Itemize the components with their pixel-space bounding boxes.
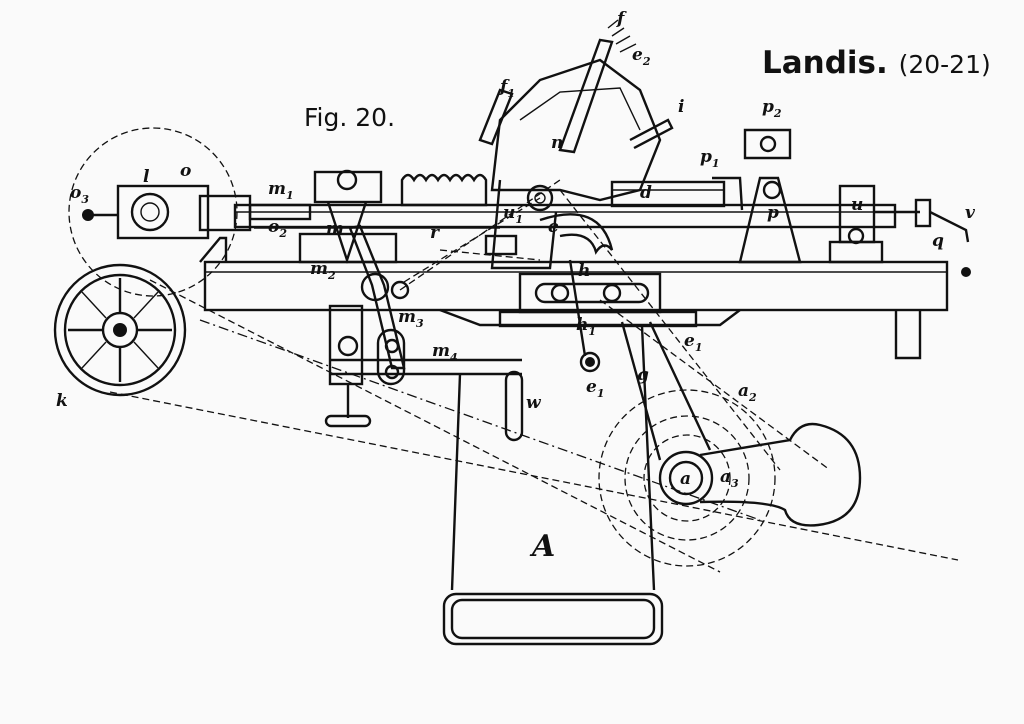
part-label-o2: o2: [268, 217, 287, 240]
part-label-subscript: 1: [597, 387, 605, 400]
part-label-u1: u1: [503, 203, 523, 226]
part-label-o: o: [180, 161, 191, 181]
part-label-f1: f1: [499, 77, 515, 100]
part-label-a2: a2: [738, 381, 757, 404]
part-label-d: d: [640, 183, 652, 203]
part-label-f: f: [616, 9, 627, 29]
linkage-lines: [254, 197, 541, 283]
pulley-circles-right: [598, 389, 776, 567]
column-A: [442, 325, 664, 646]
part-label-subscript: 1: [588, 325, 596, 338]
part-label-p2: p2: [762, 97, 782, 120]
part-label-u: u: [851, 195, 863, 215]
part-label-subscript: 3: [731, 477, 739, 490]
part-label-subscript: 4: [450, 351, 458, 364]
part-label-A: A: [529, 529, 555, 564]
maker-caption: Landis. (20-21): [762, 45, 991, 81]
part-label-subscript: 2: [773, 107, 782, 120]
part-label-subscript: 1: [507, 87, 515, 100]
part-label-n: n: [551, 133, 563, 153]
slotted-slide-h1: [518, 272, 662, 314]
part-label-subscript: 3: [81, 193, 89, 206]
lever-linkage: [324, 224, 522, 428]
tailstock: [712, 128, 971, 360]
construction-lines: [109, 179, 959, 573]
part-label-o3: o3: [70, 183, 89, 206]
part-label-p1: p1: [700, 147, 720, 170]
part-label-w: w: [526, 393, 542, 413]
figure-label: Fig. 20.: [304, 103, 396, 132]
part-label-subscript: 1: [286, 189, 294, 202]
part-label-subscript: 1: [712, 157, 720, 170]
part-label-m4: m4: [432, 341, 458, 364]
part-label-g: g: [637, 365, 649, 385]
part-label-q: q: [932, 231, 944, 251]
part-label-v: v: [965, 203, 976, 223]
part-label-e1b: e1: [684, 331, 702, 354]
maker-name: Landis.: [762, 45, 888, 81]
work-table: [233, 173, 897, 229]
part-label-subscript: 2: [642, 55, 651, 68]
part-label-a3: a3: [720, 467, 739, 490]
part-label-r: r: [430, 223, 440, 243]
part-label-l: l: [143, 167, 150, 187]
part-label-subscript: 3: [416, 317, 424, 330]
headstock-bracket: [199, 236, 228, 263]
part-label-m1: m1: [268, 179, 294, 202]
part-label-p: p: [767, 203, 779, 223]
handwheel-k: [53, 263, 187, 397]
crank-lever-g: [620, 321, 862, 527]
lever-h: [568, 259, 601, 373]
part-label-e1: e1: [586, 377, 604, 400]
part-label-subscript: 2: [748, 391, 757, 404]
part-label-k: k: [56, 391, 68, 411]
part-label-e2: e2: [632, 45, 651, 68]
part-label-subscript: 1: [515, 213, 523, 226]
headstock: [82, 184, 312, 240]
part-label-m: m: [326, 219, 344, 239]
part-label-subscript: 2: [327, 269, 336, 282]
part-label-h1: h1: [576, 315, 596, 338]
part-label-subscript: 1: [695, 341, 703, 354]
wheel-head: [478, 19, 674, 270]
part-label-h: h: [578, 261, 590, 281]
stop-block-m: [298, 169, 398, 264]
plate-reference: (20-21): [898, 50, 991, 79]
part-label-a: a: [680, 469, 691, 489]
part-label-i: i: [678, 97, 684, 117]
part-label-e: e: [548, 217, 559, 237]
part-label-subscript: 2: [278, 227, 287, 240]
machine-bed: [203, 260, 949, 328]
